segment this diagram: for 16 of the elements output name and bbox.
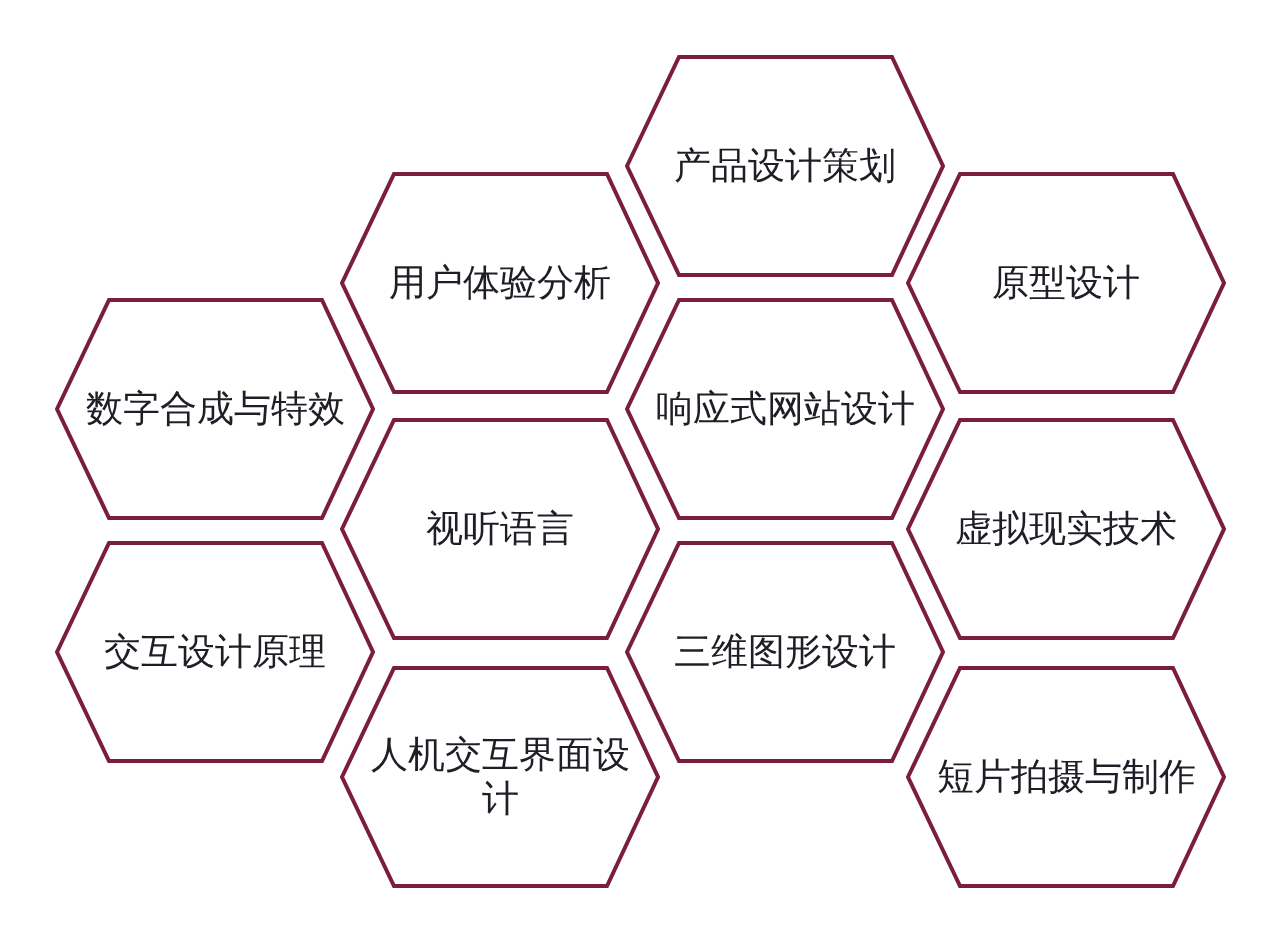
hexagon (340, 666, 660, 888)
node-label: 响应式网站设计 (655, 386, 915, 432)
node-label: 原型设计 (992, 260, 1140, 306)
node-label: 视听语言 (426, 506, 574, 552)
node-label: 产品设计策划 (674, 143, 896, 189)
hexagon (625, 55, 945, 277)
node-label: 三维图形设计 (674, 629, 896, 675)
node-label: 人机交互界面设计 (369, 732, 631, 822)
node-label: 短片拍摄与制作 (936, 754, 1196, 800)
node-label: 用户体验分析 (389, 260, 611, 306)
hexagon (55, 298, 375, 520)
node-label: 虚拟现实技术 (955, 506, 1177, 552)
hexagon (625, 298, 945, 520)
node-label: 交互设计原理 (104, 629, 326, 675)
node-label: 数字合成与特效 (85, 386, 345, 432)
hexagon (906, 666, 1226, 888)
